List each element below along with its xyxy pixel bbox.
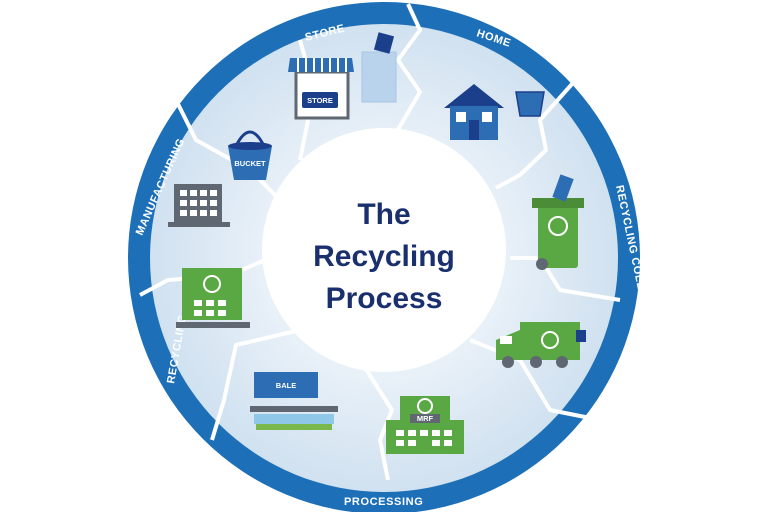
- bucket-icon: BUCKET: [228, 130, 272, 180]
- bale-text: BALE: [276, 381, 296, 390]
- bucket-text: BUCKET: [234, 159, 266, 168]
- factory-icon: [168, 184, 230, 227]
- recycling-bin-icon: [532, 174, 584, 270]
- title-line-3: Process: [326, 282, 443, 315]
- mrf-facility-icon: MRF: [386, 396, 464, 454]
- house-icon: [444, 84, 545, 140]
- center-circle: [262, 128, 506, 372]
- recycling-plant-icon: [176, 268, 250, 328]
- mrf-sign-text: MRF: [417, 414, 434, 423]
- segment-dividers: [139, 3, 621, 481]
- store-sign-text: STORE: [307, 96, 333, 105]
- center-title: The Recycling Process: [313, 198, 455, 315]
- title-line-2: Recycling: [313, 240, 455, 273]
- bale-conveyor-icon: BALE: [250, 372, 338, 430]
- recycling-truck-icon: [496, 322, 586, 368]
- label-processing: PROCESSING: [344, 496, 423, 508]
- storefront-icon: STORE: [288, 32, 397, 120]
- title-line-1: The: [357, 198, 410, 231]
